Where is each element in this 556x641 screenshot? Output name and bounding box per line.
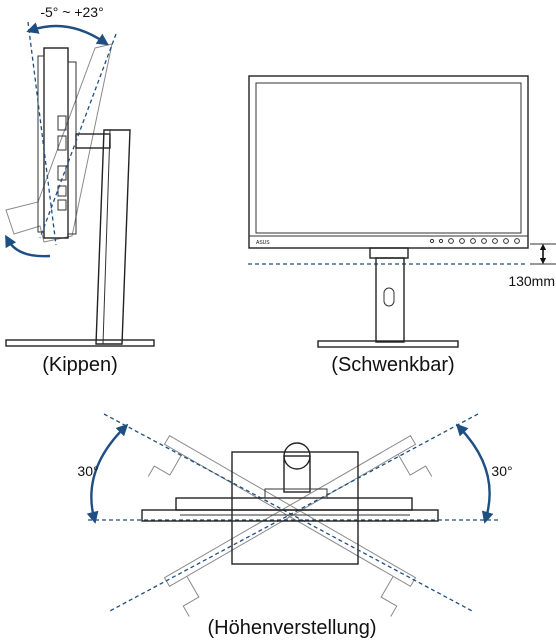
tilt-caption: (Kippen) [42,354,118,376]
rotation-caption: (Höhenverstellung) [208,617,377,639]
swivel-illustration [248,75,556,348]
height-label: 130mm [508,273,555,289]
left-angle-label: 30° [77,463,98,479]
rotation-illustration [86,413,500,617]
tilt-illustration [5,21,155,347]
brand-logo: ASUS [256,240,270,246]
tilt-range-label: -5° ~ +23° [40,4,103,20]
right-angle-label: 30° [491,463,512,479]
swivel-caption: (Schwenkbar) [331,354,454,376]
